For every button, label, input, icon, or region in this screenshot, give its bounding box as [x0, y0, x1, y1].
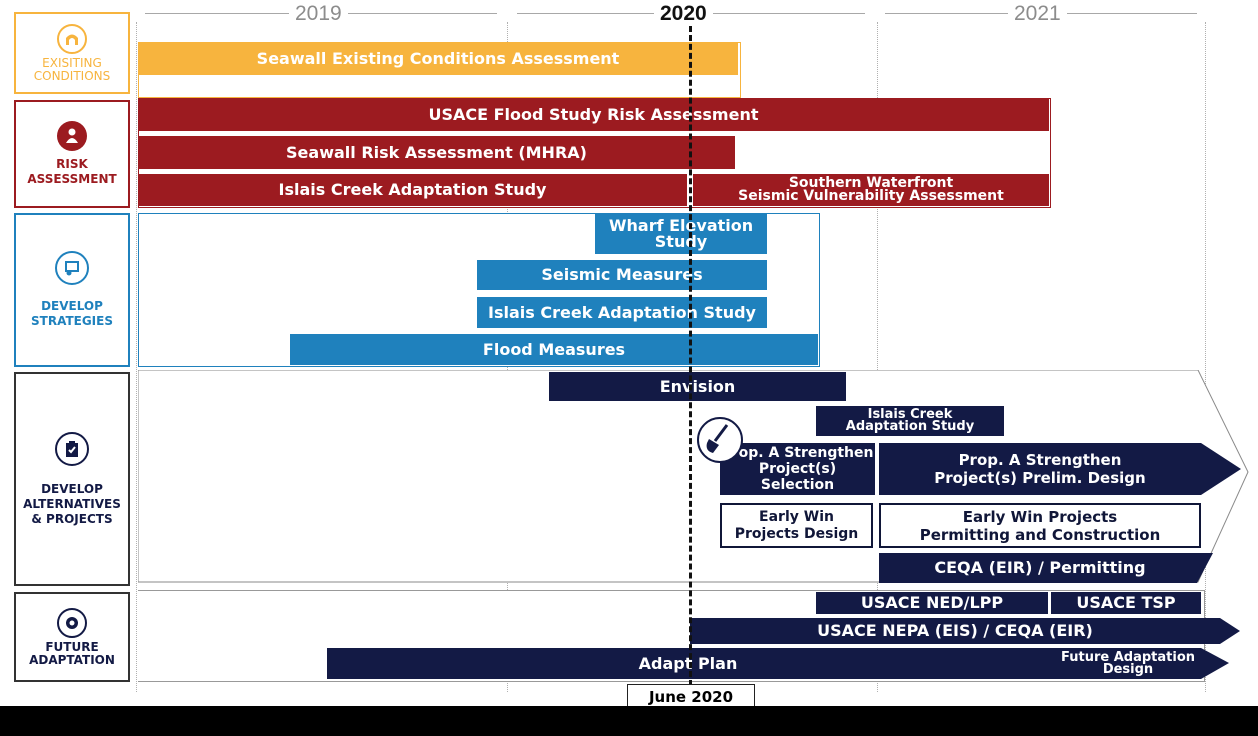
bar-usace-tsp: USACE TSP — [1051, 592, 1201, 614]
arch-icon — [57, 23, 87, 54]
year-label-2019: 2019 — [289, 1, 348, 27]
category-existing-conditions: EXISITING CONDITIONS — [14, 12, 130, 94]
category-label: DEVELOP STRATEGIES — [31, 299, 113, 328]
gridline-end — [1205, 22, 1206, 692]
category-risk-assessment: RISK ASSESSMENT — [14, 100, 130, 208]
bar-seawall-existing-conditions: Seawall Existing Conditions Assessment — [138, 42, 738, 75]
category-label: DEVELOP ALTERNATIVES & PROJECTS — [23, 481, 121, 526]
bar-future-adaptation-design — [1049, 648, 1229, 679]
bar-wharf-elevation: Wharf Elevation Study — [595, 213, 767, 254]
bar-islais-creek-strategies: Islais Creek Adaptation Study — [477, 297, 767, 328]
bar-prop-a-prelim-design — [879, 443, 1241, 495]
shovel-icon — [697, 417, 743, 463]
year-label-2021: 2021 — [1008, 1, 1067, 27]
footer-bar — [0, 706, 1258, 736]
category-label: RISK ASSESSMENT — [27, 157, 117, 186]
bar-prop-a-selection: Prop. A Strengthen Project(s) Selection — [720, 443, 875, 495]
bar-islais-creek-alternatives: Islais Creek Adaptation Study — [816, 406, 1004, 436]
bar-prop-a-prelim-label: Prop. A Strengthen Project(s) Prelim. De… — [934, 451, 1146, 487]
year-label-2020: 2020 — [654, 1, 713, 27]
person-risk-icon — [57, 121, 87, 151]
june-2020-marker-line — [689, 26, 692, 686]
category-develop-strategies: DEVELOP STRATEGIES — [14, 213, 130, 367]
bar-usace-nepa-label: USACE NEPA (EIS) / CEQA (EIR) — [817, 621, 1093, 640]
bar-envision: Envision — [549, 372, 846, 401]
category-label: FUTURE ADAPTATION — [29, 639, 115, 667]
category-future-adaptation: FUTURE ADAPTATION — [14, 592, 130, 682]
bar-usace-flood-study: USACE Flood Study Risk Assessment — [138, 98, 1049, 131]
june-2020-label: June 2020 — [627, 684, 755, 710]
bar-southern-waterfront: Southern Waterfront Seismic Vulnerabilit… — [693, 174, 1049, 206]
bar-seawall-risk-assessment: Seawall Risk Assessment (MHRA) — [138, 136, 735, 169]
category-label: EXISITING CONDITIONS — [33, 55, 111, 83]
gridline-2019 — [136, 22, 137, 692]
bar-early-win-design: Early Win Projects Design — [720, 503, 873, 548]
bar-islais-creek-risk: Islais Creek Adaptation Study — [138, 174, 687, 206]
bar-seismic-measures: Seismic Measures — [477, 260, 767, 290]
gear-globe-icon — [57, 607, 87, 638]
bar-early-win-permitting: Early Win Projects Permitting and Constr… — [879, 503, 1201, 548]
clipboard-icon — [55, 431, 89, 466]
bar-ceqa-permitting — [879, 553, 1213, 583]
bar-adapt-plan: Adapt Plan — [327, 648, 1049, 679]
category-develop-alternatives: DEVELOP ALTERNATIVES & PROJECTS — [14, 372, 130, 586]
strategy-icon — [55, 251, 89, 285]
bar-flood-measures: Flood Measures — [290, 334, 818, 365]
bar-ceqa-permitting-label: CEQA (EIR) / Permitting — [934, 558, 1146, 577]
bar-future-adaptation-design-label: Future Adaptation Design — [1061, 649, 1195, 677]
bar-usace-ned-lpp: USACE NED/LPP — [816, 592, 1048, 614]
bar-usace-nepa — [690, 618, 1240, 644]
gridline-2021 — [877, 22, 878, 692]
